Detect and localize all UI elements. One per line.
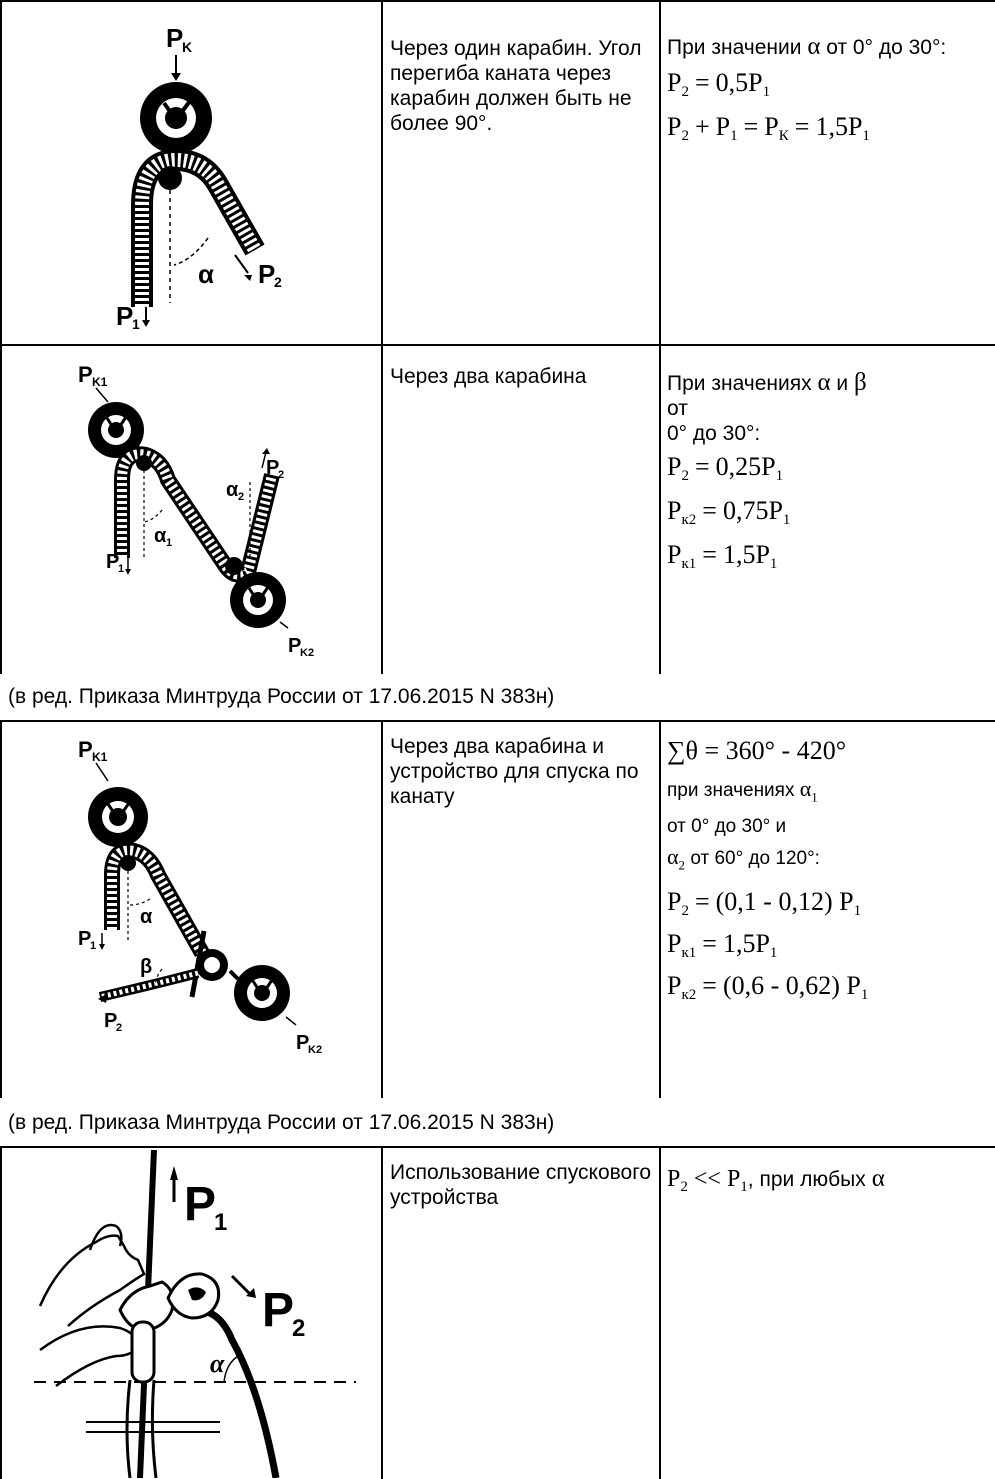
row2-condition: При значениях α и β [667, 369, 867, 396]
table-border-left-row3 [0, 720, 2, 1098]
table-border-top [0, 0, 995, 2]
row-divider-3 [0, 1146, 995, 1148]
svg-text:P: P [266, 457, 279, 479]
row-divider-1 [0, 344, 995, 346]
carabiners-descender-diagram: P K1 α β P 1 P 2 P K2 [78, 737, 322, 1056]
svg-text:1: 1 [90, 940, 96, 952]
descender-device-hand-diagram: P 1 P 2 α [34, 1150, 356, 1478]
svg-text:2: 2 [292, 1315, 305, 1342]
alpha-symbol: α [871, 1165, 885, 1192]
svg-text:2: 2 [274, 274, 282, 290]
svg-text:P: P [106, 551, 119, 573]
row3-formula-3: Pк2=(0,6 - 0,62) P1 [667, 970, 869, 1003]
svg-text:K1: K1 [92, 750, 108, 764]
row4-description: Использование спускового устройства [390, 1161, 652, 1209]
svg-text:1: 1 [214, 1209, 227, 1236]
alpha-symbol: α [817, 369, 831, 396]
svg-text:1: 1 [166, 537, 172, 549]
single-carabiner-diagram: P K α P 2 P 1 [116, 25, 282, 332]
svg-text:α: α [140, 906, 153, 928]
column-divider-1-row4 [381, 1146, 383, 1479]
svg-text:K: K [182, 39, 192, 55]
svg-text:K2: K2 [308, 1044, 322, 1056]
alpha-1-symbol: α1 [799, 776, 818, 805]
svg-text:P: P [116, 301, 133, 331]
svg-text:K2: K2 [300, 647, 314, 659]
column-divider-1-row2 [381, 344, 383, 674]
svg-text:P: P [262, 1284, 294, 1337]
row1-condition: При значении α от 0° до 30°: [667, 33, 947, 60]
row2-condition-ot: от [667, 397, 688, 420]
svg-text:α: α [154, 525, 167, 547]
row2-formula-3: Pк1=1,5P1 [667, 540, 778, 572]
svg-text:P: P [184, 1178, 216, 1231]
svg-text:P: P [78, 928, 91, 950]
row2-formula-1: P2=0,25P1 [667, 452, 784, 484]
svg-text:P: P [258, 259, 275, 289]
svg-text:P: P [78, 737, 93, 762]
row1-description: Через один карабин. Угол перегиба каната… [390, 37, 642, 135]
svg-text:1: 1 [132, 316, 140, 332]
row3-formulas: ∑θ = 360° - 420° при значениях α1 от 0° … [667, 734, 992, 1003]
column-divider-1-row1 [381, 0, 383, 345]
column-divider-2-row3 [659, 720, 661, 1098]
row1-formula-2: P2+P1=PК=1,5P1 [667, 112, 870, 144]
svg-text:2: 2 [116, 1022, 122, 1034]
svg-text:P: P [288, 635, 301, 657]
row3-condition-2: α2 от 60° до 120°: [667, 844, 820, 873]
row3-formula-1: P2=(0,1 - 0,12) P1 [667, 886, 862, 919]
amendment-note-1: (в ред. Приказа Минтруда России от 17.06… [8, 685, 555, 708]
svg-text:P: P [104, 1010, 117, 1032]
alpha-symbol: α [807, 33, 821, 60]
svg-text:2: 2 [238, 491, 244, 503]
amendment-note-2: (в ред. Приказа Минтруда России от 17.06… [8, 1111, 555, 1134]
row1-formulas: При значении α от 0° до 30°: P2=0,5P1 P2… [667, 34, 992, 144]
column-divider-2-row4 [659, 1146, 661, 1479]
svg-text:1: 1 [118, 563, 124, 575]
svg-text:P: P [296, 1032, 309, 1054]
row3-condition-1-range: от 0° до 30° и [667, 816, 787, 838]
row2-formula-2: Pк2=0,75P1 [667, 496, 791, 528]
row3-description: Через два карабина и устройство для спус… [390, 735, 639, 808]
table-border-left-row2 [0, 344, 2, 674]
row4-formulas: P2<<P1, при любых α [667, 1162, 992, 1197]
svg-text:α: α [210, 1349, 225, 1378]
beta-symbol: β [853, 369, 867, 396]
svg-text:P: P [78, 362, 93, 387]
row2-condition-range: 0° до 30°: [667, 422, 761, 445]
two-carabiners-diagram: P K1 α 1 α 2 P 2 P 1 P K2 [78, 362, 314, 659]
row1-formula-1: P2=0,5P1 [667, 68, 771, 100]
svg-text:K1: K1 [92, 375, 108, 389]
svg-text:2: 2 [278, 469, 284, 481]
row2-formulas: При значениях α и β от 0° до 30°: P2=0,2… [667, 370, 992, 572]
row3-formula-2: Pк1=1,5P1 [667, 928, 778, 961]
column-divider-1-row3 [381, 720, 383, 1098]
row-divider-2 [0, 720, 995, 722]
svg-text:α: α [198, 259, 214, 289]
table-border-left-row4 [0, 1146, 2, 1479]
table-border-left-row1 [0, 0, 2, 345]
row4-formula: P2<<P1, при любых α [667, 1165, 885, 1195]
column-divider-2-row2 [659, 344, 661, 674]
row2-description: Через два карабина [390, 365, 587, 388]
column-divider-2-row1 [659, 0, 661, 345]
alpha-2-symbol: α2 [667, 844, 686, 873]
row3-sum-formula: ∑θ = 360° - 420° [667, 736, 847, 765]
row3-condition-1: при значениях α1 [667, 776, 818, 805]
svg-text:P: P [166, 25, 183, 53]
svg-text:β: β [140, 956, 152, 978]
svg-text:α: α [226, 479, 239, 501]
